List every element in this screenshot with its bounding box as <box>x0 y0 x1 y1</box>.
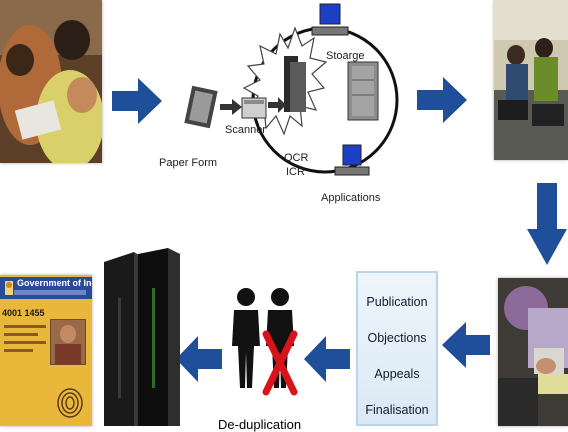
biometric-capture-image <box>498 278 568 426</box>
id-card-subheader-bar <box>14 290 86 295</box>
storage-label: Stoarge <box>326 50 365 62</box>
photo-biometric-capture <box>498 278 568 426</box>
scanner-label: Scanner <box>225 124 266 136</box>
stage-publication: Publication <box>366 295 428 309</box>
id-card-header: Government of India <box>17 278 92 288</box>
digitisation-diagram: Paper Form Scanner OCR ICR Stoarge Appli… <box>159 0 400 215</box>
id-card-number: 4001 1455 <box>2 308 45 318</box>
icr-label: ICR <box>286 166 305 178</box>
photo-data-entry <box>494 0 568 160</box>
digitisation-graphic <box>184 3 399 176</box>
paper-form-label: Paper Form <box>159 157 218 169</box>
arrow-left-icon <box>442 322 490 368</box>
arrow-left-icon <box>304 336 350 382</box>
applications-label: Applications <box>321 192 381 204</box>
stage-appeals: Appeals <box>374 367 420 381</box>
arrow-right-icon <box>417 77 467 123</box>
dedup-label: De-duplication <box>218 417 302 432</box>
data-entry-image <box>494 0 568 160</box>
person-duplicate-icon <box>266 288 294 388</box>
arrow-right-icon <box>112 78 162 124</box>
ocr-label: OCR <box>284 152 309 164</box>
resident-id-card: Government of India 4001 1455 <box>0 275 92 426</box>
reject-cross-icon <box>262 330 298 396</box>
fingerprint-icon <box>57 388 83 418</box>
stage-finalisation: Finalisation <box>365 403 429 417</box>
arrow-left-icon <box>176 336 222 382</box>
emblem-icon <box>5 281 13 295</box>
photo-field-enumeration <box>0 0 102 163</box>
id-card-text-lines <box>4 325 46 352</box>
id-card-photo <box>50 319 86 365</box>
stage-objections: Objections <box>367 331 427 345</box>
arrow-down-icon <box>527 183 567 265</box>
verification-stages-box: Publication Objections Appeals Finalisat… <box>356 271 438 426</box>
person-icon <box>232 288 260 388</box>
field-enumeration-image <box>0 0 102 163</box>
server-rack-icon <box>104 248 180 426</box>
